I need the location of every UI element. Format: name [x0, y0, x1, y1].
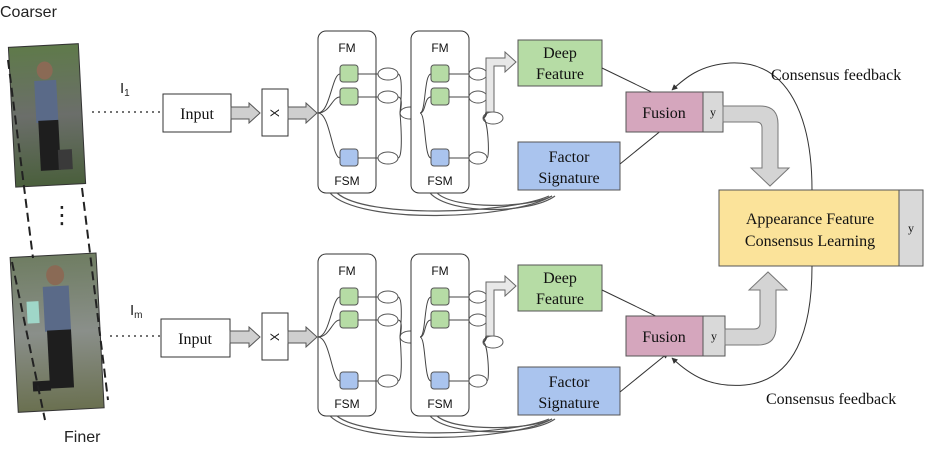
fm-block-bottom-2 — [410, 253, 470, 417]
consensus-feedback-label-top: Consensus feedback — [771, 67, 901, 84]
ellipsis-dots: ⋮ — [50, 202, 74, 229]
return-arcs-bottom — [329, 415, 556, 438]
factor-signature-box-top — [517, 141, 621, 191]
consensus-label-2: Consensus Learning — [745, 233, 875, 250]
fsm-label-top-1: FSM — [334, 174, 359, 188]
fm-label-bottom-1: FM — [338, 264, 355, 278]
person-image-coarse — [7, 43, 87, 188]
deep-feature-label-bottom-2: Feature — [536, 291, 584, 308]
cylinders-bottom-1 — [377, 290, 421, 388]
deep-feature-box-bottom — [517, 264, 603, 312]
input-box-top — [162, 93, 232, 133]
factor-to-fusion-arrow-bottom — [619, 352, 669, 393]
green-unit — [339, 310, 359, 329]
arrow-to-deep-feature-top — [485, 50, 517, 113]
pyramid-dashes — [7, 59, 109, 421]
blue-unit — [430, 371, 450, 390]
consensus-learning-box — [718, 189, 900, 267]
fusion-box-bottom — [625, 315, 704, 357]
green-unit — [339, 64, 359, 83]
blue-unit — [339, 371, 359, 390]
factor-signature-label-top-1: Factor — [549, 149, 591, 166]
fm-connectors-bottom-1 — [317, 296, 402, 382]
image-label-top: I1 — [120, 80, 130, 99]
cylinders-bottom-2 — [468, 290, 504, 388]
deep-feature-box-top — [517, 39, 603, 87]
fm-connectors-top-1 — [317, 73, 402, 159]
deep-feature-label-top-1: Deep — [543, 45, 577, 62]
person-image-fine — [9, 252, 105, 413]
x-label-bottom: X — [268, 333, 282, 341]
y-box-consensus — [898, 189, 924, 267]
factor-signature-label-bottom-1: Factor — [549, 374, 591, 391]
return-arcs-top — [329, 192, 556, 217]
flow-arrow-top-2 — [287, 101, 318, 125]
fusion-label-bottom: Fusion — [642, 329, 686, 346]
green-unit — [339, 287, 359, 306]
fm-label-bottom-2: FM — [431, 264, 448, 278]
factor-signature-box-bottom — [517, 366, 621, 416]
fsm-label-top-2: FSM — [427, 174, 452, 188]
flow-arrow-bottom-1 — [229, 325, 261, 349]
green-unit — [430, 287, 450, 306]
input-label-bottom: Input — [178, 331, 212, 348]
fusion-label-top: Fusion — [642, 105, 686, 122]
consensus-feedback-label-bottom: Consensus feedback — [766, 391, 896, 408]
green-unit — [430, 87, 450, 106]
x-label-top: X — [268, 109, 282, 117]
fsm-label-bottom-2: FSM — [427, 397, 452, 411]
blue-unit — [339, 148, 359, 167]
deep-feature-label-top-2: Feature — [536, 66, 584, 83]
y-label-bottom: y — [711, 329, 717, 343]
flow-arrow-top-1 — [230, 101, 261, 125]
fm-block-bottom-1 — [317, 253, 377, 417]
fm-block-top-2 — [410, 30, 470, 194]
fsm-label-bottom-1: FSM — [334, 397, 359, 411]
input-label-top: Input — [180, 106, 214, 123]
branch-bottom: Input X FM FSM FM FSM — [160, 253, 726, 438]
deep-feature-label-bottom-1: Deep — [543, 270, 577, 287]
fusion-to-consensus-arrow-top — [722, 105, 791, 187]
coarser-label: Coarser — [0, 4, 58, 21]
fm-label-top-2: FM — [431, 41, 448, 55]
consensus-feedback-loop-bottom — [671, 265, 813, 386]
factor-signature-label-bottom-2: Signature — [538, 395, 599, 412]
blue-unit — [430, 148, 450, 167]
image-label-bottom: Im — [130, 302, 143, 321]
cylinders-top-2 — [468, 67, 504, 165]
x-box-bottom — [261, 312, 289, 361]
fusion-to-consensus-arrow-bottom — [724, 271, 789, 346]
x-box-top — [261, 88, 289, 137]
branch-top: Input X FM FSM — [162, 30, 724, 217]
fm-block-top-1 — [317, 30, 377, 194]
arrow-to-deep-feature-bottom — [485, 274, 517, 337]
fm-label-top-1: FM — [338, 41, 355, 55]
flow-arrow-bottom-2 — [287, 325, 318, 349]
factor-signature-label-top-2: Signature — [538, 170, 599, 187]
green-unit — [430, 64, 450, 83]
green-unit — [430, 310, 450, 329]
y-label-consensus: y — [908, 221, 914, 235]
finer-label: Finer — [64, 429, 101, 446]
green-unit — [339, 87, 359, 106]
consensus-label-1: Appearance Feature — [746, 211, 874, 228]
fusion-box-top — [625, 91, 704, 133]
y-label-top: y — [710, 105, 716, 119]
consensus-feedback-loop-top — [671, 62, 813, 191]
